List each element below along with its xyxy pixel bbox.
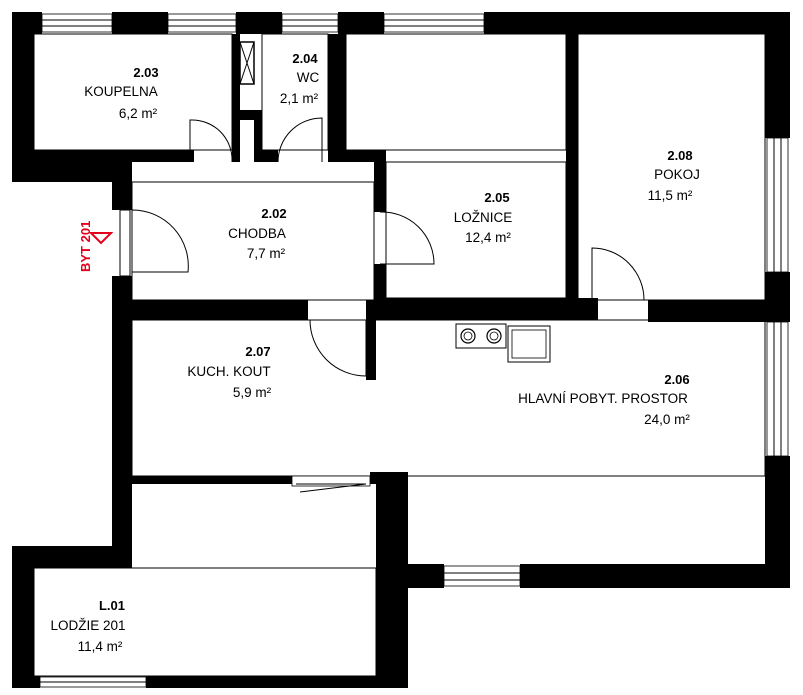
- room-2-05: 2.05 LOŽNICE 12,4 m²: [454, 190, 513, 245]
- room-area: 24,0 m²: [644, 412, 690, 427]
- loggia-door: [291, 475, 371, 487]
- ventilation-shaft: [239, 41, 255, 85]
- room-number: 2.04: [292, 51, 318, 66]
- room-number: 2.03: [133, 65, 158, 80]
- door-entrance: [131, 209, 189, 273]
- window-obyvak: [766, 321, 789, 457]
- room-2-08: 2.08 POKOJ 11,5 m²: [648, 148, 700, 203]
- room-number: L.01: [99, 598, 125, 613]
- room-name: WC: [297, 70, 320, 85]
- wall-detail-lines: [33, 33, 766, 677]
- room-2-02: 2.02 CHODBA 7,7 m²: [228, 206, 287, 261]
- doors: [119, 117, 645, 377]
- room-name: LODŽIE 201: [50, 618, 125, 633]
- door-pokoj: [591, 247, 645, 301]
- window-loznice: [383, 13, 485, 33]
- room-number: 2.05: [484, 190, 509, 205]
- room-number: 2.07: [245, 344, 270, 359]
- room-area: 11,5 m²: [648, 188, 693, 203]
- room-l-01: L.01 LODŽIE 201 11,4 m²: [50, 598, 125, 654]
- room-name: KOUPELNA: [84, 84, 158, 99]
- room-2-06: 2.06 HLAVNÍ POBYT. PROSTOR 24,0 m²: [518, 372, 690, 427]
- window-obyvak-bottom: [443, 565, 521, 587]
- room-2-07: 2.07 KUCH. KOUT 5,9 m²: [187, 344, 271, 400]
- entrance-marker: BYT 201: [78, 221, 114, 272]
- room-2-03: 2.03 KOUPELNA 6,2 m²: [84, 65, 158, 121]
- room-area: 12,4 m²: [465, 230, 511, 245]
- windows: [39, 13, 789, 688]
- window-pokoj: [766, 137, 789, 273]
- door-kitchen: [309, 319, 367, 377]
- room-number: 2.06: [664, 372, 689, 387]
- stove-icon: [455, 323, 507, 349]
- room-2-04: 2.04 WC 2,1 m²: [280, 51, 320, 106]
- entrance-label: BYT 201: [78, 221, 93, 272]
- room-name: KUCH. KOUT: [187, 364, 270, 379]
- walls: [12, 12, 790, 688]
- kitchen-fixtures: [455, 323, 551, 363]
- window-koupelna-2: [167, 13, 237, 33]
- room-name: LOŽNICE: [454, 210, 513, 225]
- room-area: 5,9 m²: [233, 385, 272, 400]
- sink-icon: [507, 325, 551, 363]
- room-number: 2.08: [667, 148, 692, 163]
- room-area: 7,7 m²: [247, 246, 286, 261]
- room-name: POKOJ: [654, 167, 700, 182]
- room-area: 2,1 m²: [280, 91, 319, 106]
- room-number: 2.02: [261, 206, 286, 221]
- room-name: HLAVNÍ POBYT. PROSTOR: [518, 391, 688, 406]
- room-area: 11,4 m²: [78, 639, 123, 654]
- window-koupelna: [41, 13, 113, 33]
- entrance-arrow-icon: [88, 232, 114, 245]
- window-wc: [281, 13, 339, 33]
- door-koupelna: [189, 119, 233, 163]
- door-loznice: [379, 211, 435, 265]
- room-name: CHODBA: [228, 226, 286, 241]
- door-wc: [277, 117, 323, 163]
- room-area: 6,2 m²: [119, 106, 158, 121]
